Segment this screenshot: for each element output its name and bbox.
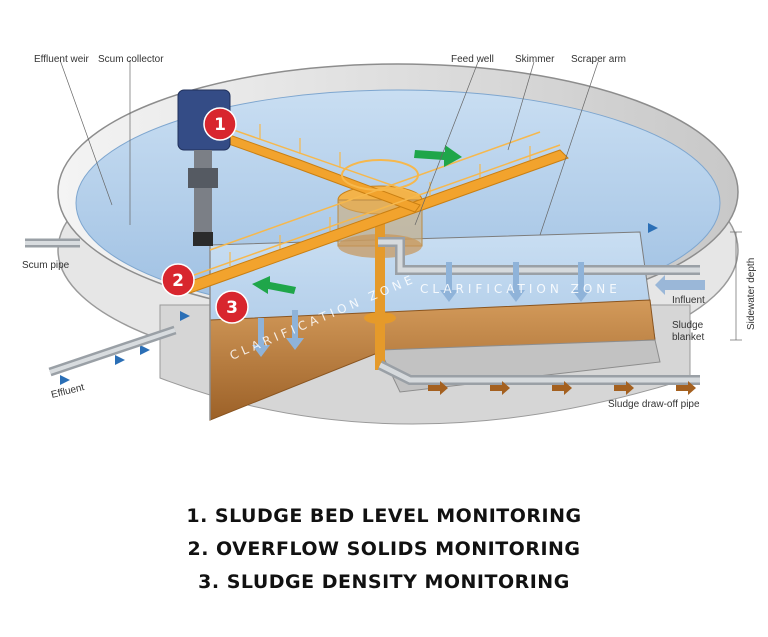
caption-sludge-bed-level: 1. SLUDGE BED LEVEL MONITORING [186,505,582,527]
scum-pipe-label: Scum pipe [22,260,70,271]
scum-collector-label: Scum collector [98,54,164,65]
svg-text:3: 3 [226,298,238,318]
influent-inlet-arrow [655,275,705,295]
blue-flow-arrows [60,223,658,385]
sludge-blanket-label-line1: Sludge [672,320,704,331]
badge-1: 1 [203,107,237,141]
leader-lines [59,59,742,341]
green-flow-arrows [252,145,462,294]
sidewater-depth-label: Sidewater depth [746,258,757,330]
sludge-drawoff-pipe-label: Sludge draw-off pipe [608,399,700,410]
cutaway-section [209,231,661,421]
influent-pipe [378,237,700,275]
sludge-blanket-label-line2: blanket [672,332,704,343]
caption-sludge-density: 3. SLUDGE DENSITY MONITORING [198,571,570,593]
clarification-zone-right-label: CLARIFICATION ZONE [420,282,621,296]
svg-text:2: 2 [172,271,184,291]
skimmer-label: Skimmer [515,54,555,65]
sludge-drawoff-pipe [377,360,700,385]
monitoring-captions: 1. SLUDGE BED LEVEL MONITORING 2. OVERFL… [0,500,768,599]
influent-label: Influent [672,295,705,306]
badge-2: 2 [161,263,195,297]
clarifier-diagram: CLARIFICATION ZONE CLARIFICATION ZONE Ef… [22,54,757,425]
effluent-weir-label: Effluent weir [34,54,90,65]
feed-well-label: Feed well [451,54,494,65]
sludge-flow-arrows [428,381,696,395]
badge-3: 3 [215,290,249,324]
effluent-label: Effluent [50,382,86,401]
effluent-pipe [48,325,177,377]
caption-overflow-solids: 2. OVERFLOW SOLIDS MONITORING [187,538,581,560]
scraper-arm-label: Scraper arm [571,54,626,65]
down-flow-arrows [252,262,590,357]
svg-text:1: 1 [214,115,226,135]
